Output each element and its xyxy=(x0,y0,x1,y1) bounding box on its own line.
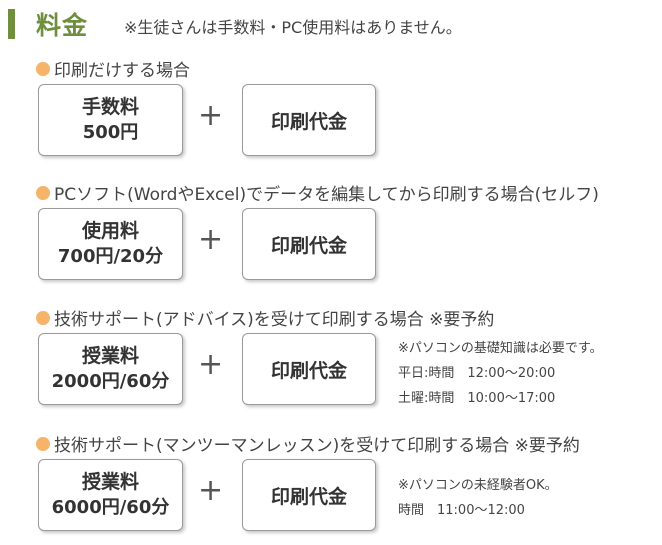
section-heading-text: 印刷だけする場合 xyxy=(54,61,190,81)
page-title-note: ※生徒さんは手数料・PC使用料はありません。 xyxy=(124,18,462,37)
bullet-dot-icon xyxy=(36,436,50,451)
print-cost-label: 印刷代金 xyxy=(270,234,347,257)
fee-price: 700円/20分 xyxy=(57,246,164,267)
fee-box: 手数料 500円 xyxy=(38,84,183,156)
fee-box: 授業料 2000円/60分 xyxy=(38,333,183,405)
plus-icon: + xyxy=(198,347,224,382)
fee-label: 授業料 xyxy=(81,471,139,493)
fee-label: 使用料 xyxy=(81,220,139,242)
print-cost-label: 印刷代金 xyxy=(270,110,347,133)
section-notes: ※パソコンの基礎知識は必要です。 平日:時間 12:00～20:00 土曜:時間… xyxy=(398,336,603,411)
fee-label: 授業料 xyxy=(81,345,139,367)
print-cost-label: 印刷代金 xyxy=(270,359,347,382)
fee-box: 授業料 6000円/60分 xyxy=(38,459,183,531)
pricing-section-self-edit: PCソフト(WordやExcel)でデータを編集してから印刷する場合(セルフ) … xyxy=(0,180,662,292)
print-cost-box: 印刷代金 xyxy=(242,84,376,156)
bullet-dot-icon xyxy=(36,185,50,200)
plus-icon: + xyxy=(198,98,224,133)
print-cost-box: 印刷代金 xyxy=(242,208,376,280)
print-cost-label: 印刷代金 xyxy=(270,485,347,508)
print-cost-box: 印刷代金 xyxy=(242,333,376,405)
section-heading-text: 技術サポート(マンツーマンレッスン)を受けて印刷する場合 ※要予約 xyxy=(54,436,580,456)
page-title: 料金 xyxy=(36,11,89,40)
section-heading: 印刷だけする場合 xyxy=(36,56,190,81)
plus-icon: + xyxy=(198,222,224,257)
fee-price: 6000円/60分 xyxy=(51,497,170,518)
section-heading-text: PCソフト(WordやExcel)でデータを編集してから印刷する場合(セルフ) xyxy=(54,185,599,205)
bullet-dot-icon xyxy=(36,310,50,325)
pricing-section-print-only: 印刷だけする場合 手数料 500円 + 印刷代金 xyxy=(0,56,662,168)
section-heading: 技術サポート(アドバイス)を受けて印刷する場合 ※要予約 xyxy=(36,305,494,330)
title-accent-bar xyxy=(8,9,15,39)
fee-price: 2000円/60分 xyxy=(51,371,170,392)
pricing-section-private-lesson: 技術サポート(マンツーマンレッスン)を受けて印刷する場合 ※要予約 授業料 60… xyxy=(0,431,662,543)
fee-label: 手数料 xyxy=(81,96,139,118)
section-heading-text: 技術サポート(アドバイス)を受けて印刷する場合 ※要予約 xyxy=(54,310,495,330)
note-line: 時間 11:00～12:00 xyxy=(398,503,525,518)
fee-price: 500円 xyxy=(82,122,139,143)
plus-icon: + xyxy=(198,473,224,508)
print-cost-box: 印刷代金 xyxy=(242,459,376,531)
note-line: ※パソコンの基礎知識は必要です。 xyxy=(398,341,603,356)
fee-box: 使用料 700円/20分 xyxy=(38,208,183,280)
section-heading: PCソフト(WordやExcel)でデータを編集してから印刷する場合(セルフ) xyxy=(36,180,599,205)
note-line: 平日:時間 12:00～20:00 xyxy=(398,366,556,381)
section-notes: ※パソコンの未経験者OK。 時間 11:00～12:00 xyxy=(398,473,558,523)
note-line: ※パソコンの未経験者OK。 xyxy=(398,478,558,493)
section-heading: 技術サポート(マンツーマンレッスン)を受けて印刷する場合 ※要予約 xyxy=(36,431,580,456)
note-line: 土曜:時間 10:00～17:00 xyxy=(398,391,556,406)
pricing-section-advice-support: 技術サポート(アドバイス)を受けて印刷する場合 ※要予約 授業料 2000円/6… xyxy=(0,305,662,417)
bullet-dot-icon xyxy=(36,61,50,76)
